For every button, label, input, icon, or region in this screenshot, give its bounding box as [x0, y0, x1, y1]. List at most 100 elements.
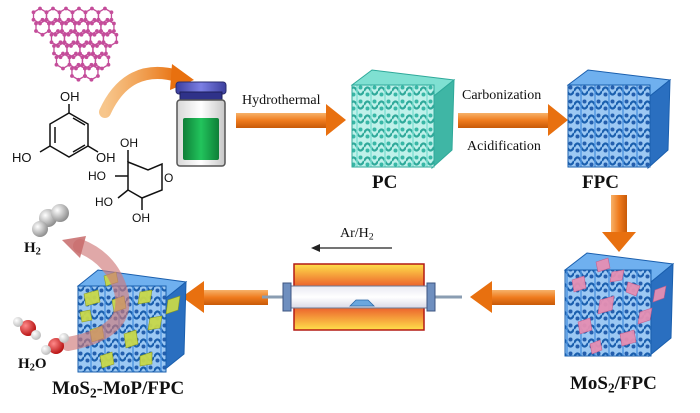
phloroglucinol-structure: [39, 104, 99, 158]
graphene-atom: [67, 62, 72, 67]
arrow-left-1-icon: [470, 281, 555, 313]
graphene-atom: [96, 66, 100, 71]
graphene-atom: [40, 32, 45, 37]
graphene-atom: [96, 74, 100, 78]
graphene-atom: [89, 62, 94, 67]
graphene-atom: [60, 21, 64, 26]
ho-label-sugar-3: HO: [95, 195, 113, 209]
graphene-atom: [87, 51, 91, 56]
graphene-atom: [93, 55, 98, 60]
graphene-atom: [54, 55, 59, 60]
graphene-atom: [64, 21, 68, 26]
graphene-atom: [93, 62, 98, 67]
graphene-atom: [49, 32, 54, 37]
arrow-down-icon: [602, 195, 636, 252]
oh-label-right: OH: [96, 150, 116, 165]
graphene-atom: [99, 29, 103, 33]
graphene-atom: [76, 77, 81, 82]
step-gas-label: Ar/H2: [340, 226, 374, 243]
graphene-atom: [65, 51, 69, 56]
arrow-carbonization-icon: [458, 104, 568, 136]
graphene-atom: [71, 40, 76, 45]
fpc-cube-icon: [566, 69, 672, 170]
graphene-atom: [34, 21, 38, 26]
graphene-atom: [65, 44, 69, 48]
graphene-atom: [51, 21, 55, 26]
graphene-atom: [56, 29, 60, 33]
graphene-atom: [95, 44, 99, 48]
graphene-atom: [97, 55, 102, 60]
graphene-atom: [56, 44, 60, 48]
graphene-atom: [86, 21, 90, 26]
graphene-atom: [76, 62, 81, 67]
graphene-atom: [106, 55, 111, 60]
h2-molecule-icon: [32, 204, 69, 237]
graphene-atom: [38, 6, 42, 11]
graphene-atom: [103, 21, 107, 26]
graphene-atom: [60, 29, 64, 33]
graphene-atom: [73, 29, 77, 33]
graphene-atom: [74, 66, 78, 71]
graphene-atom: [40, 17, 45, 22]
graphene-atom: [97, 40, 102, 45]
graphene-atom: [84, 55, 89, 60]
graphene-atom: [54, 62, 59, 67]
graphene-atom: [61, 66, 65, 71]
graphene-atom: [87, 66, 91, 71]
graphene-sheet-icon: [31, 6, 119, 82]
graphene-atom: [64, 6, 68, 11]
graphene-atom: [105, 32, 110, 37]
graphene-atom: [83, 66, 87, 71]
oh-label-top: OH: [60, 89, 80, 104]
graphene-atom: [112, 29, 116, 33]
graphene-atom: [90, 21, 94, 26]
graphene-atom: [58, 55, 63, 60]
ho-label-left: HO: [12, 150, 32, 165]
graphene-atom: [92, 17, 97, 22]
graphene-atom: [51, 6, 55, 11]
mos2-mop-fpc-cube-icon: [76, 269, 188, 373]
graphene-atom: [62, 32, 67, 37]
graphene-atom: [88, 40, 93, 45]
graphene-atom: [77, 21, 81, 26]
graphene-atom: [52, 51, 56, 56]
graphene-atom: [109, 10, 114, 15]
pc-cube-icon: [350, 69, 456, 170]
graphene-atom: [83, 10, 88, 15]
graphene-atom: [104, 44, 108, 48]
graphene-atom: [79, 17, 84, 22]
graphene-atom: [44, 10, 49, 15]
graphene-atom: [52, 44, 56, 48]
step-carbonization-label: Carbonization: [462, 88, 542, 103]
graphene-atom: [96, 10, 101, 15]
mos2-fpc-label: MoS2/FPC: [570, 373, 657, 396]
h2o-molecule-icon: [13, 317, 69, 355]
graphene-atom: [62, 40, 67, 45]
graphene-atom: [47, 29, 51, 33]
graphene-atom: [75, 32, 80, 37]
graphene-atom: [31, 17, 36, 22]
step-hydrothermal-label: Hydrothermal: [242, 93, 321, 108]
graphene-atom: [101, 32, 106, 37]
graphene-atom: [90, 6, 94, 11]
graphene-atom: [100, 51, 104, 56]
o-label-sugar-ring: O: [164, 171, 173, 185]
graphene-atom: [61, 51, 65, 56]
graphene-atom: [91, 44, 95, 48]
her-curved-arrow-icon: [61, 236, 130, 351]
graphene-atom: [57, 17, 62, 22]
graphene-atom: [53, 17, 58, 22]
pc-label: PC: [372, 172, 398, 193]
arrow-left-2-icon: [182, 281, 268, 313]
graphene-atom: [66, 17, 71, 22]
graphene-atom: [109, 17, 114, 22]
mos2-fpc-cube-icon: [563, 252, 675, 358]
graphene-atom: [83, 17, 88, 22]
graphene-atom: [77, 6, 81, 11]
graphene-atom: [53, 32, 58, 37]
graphene-atom: [58, 40, 63, 45]
graphene-atom: [57, 10, 62, 15]
graphene-atom: [91, 51, 95, 56]
graphene-atom: [73, 21, 77, 26]
